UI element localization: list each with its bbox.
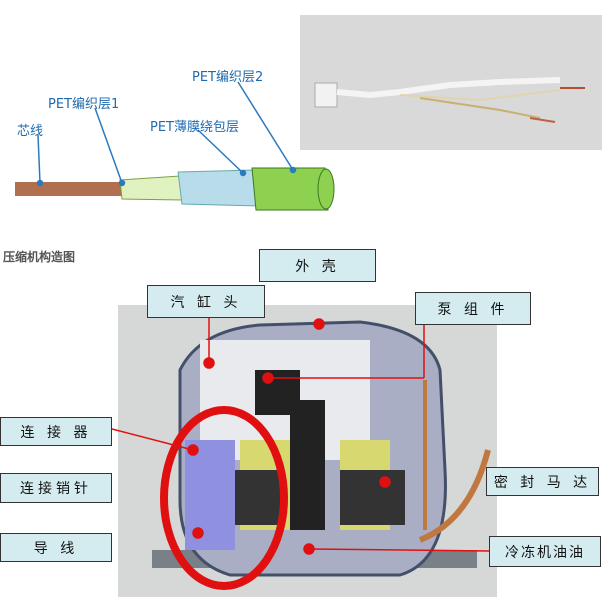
highlight-circle xyxy=(160,406,288,590)
label-core-wire: 芯线 xyxy=(17,124,44,139)
pet-braid-1 xyxy=(119,175,183,201)
pet-film xyxy=(177,169,259,207)
label-pet-braid-2: PET编织层2 xyxy=(192,70,264,85)
label-connector: 连 接 器 xyxy=(0,417,112,446)
diagram-title: 压缩机构造图 xyxy=(3,250,76,264)
label-motor: 密 封 马 达 xyxy=(486,467,599,496)
core-wire xyxy=(15,182,125,196)
label-oil: 冷冻机油油 xyxy=(489,536,601,567)
label-pump: 泵 组 件 xyxy=(415,292,531,325)
pet-braid-2 xyxy=(251,167,329,211)
label-pet-film: PET薄膜绕包层 xyxy=(150,120,239,135)
label-cylinder-head: 汽 缸 头 xyxy=(147,285,265,318)
label-pin: 连接销针 xyxy=(0,473,112,503)
label-pet-braid-1: PET编织层1 xyxy=(48,97,120,112)
label-shell: 外 壳 xyxy=(259,249,376,282)
label-wire: 导 线 xyxy=(0,533,112,562)
